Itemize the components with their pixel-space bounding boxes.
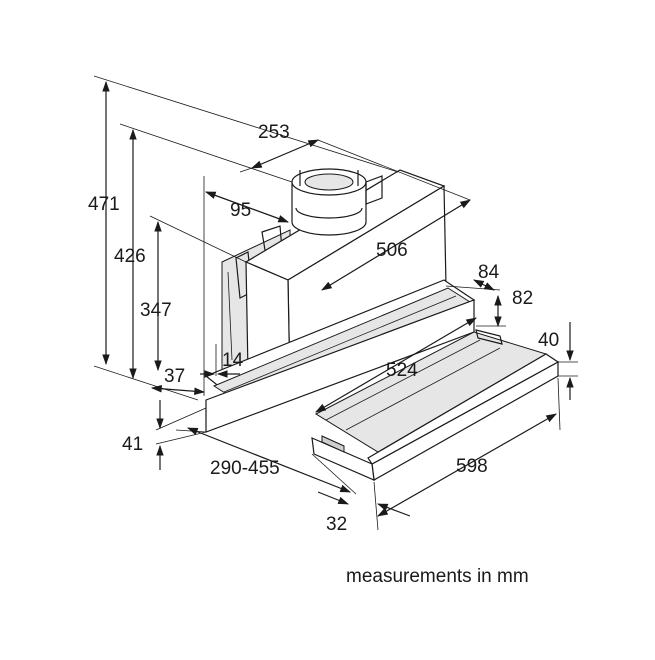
label-524: 524 [386, 360, 418, 381]
label-40: 40 [538, 330, 559, 351]
label-290-455: 290-455 [210, 458, 280, 479]
label-82: 82 [512, 288, 533, 309]
label-14: 14 [222, 350, 244, 371]
label-471: 471 [88, 194, 120, 215]
label-253: 253 [258, 122, 290, 143]
caption: measurements in mm [346, 566, 529, 587]
label-95: 95 [230, 200, 251, 221]
dim-32-right-arrow [376, 503, 411, 517]
label-37: 37 [164, 366, 185, 387]
label-426: 426 [114, 246, 146, 267]
label-506: 506 [376, 240, 408, 261]
label-84: 84 [478, 262, 500, 283]
dim-95-line [204, 191, 290, 223]
dim-32-left-arrow [317, 491, 350, 505]
dimension-labels: 471 426 347 253 95 506 84 82 40 524 14 3… [88, 122, 559, 535]
dim-253-line [251, 139, 319, 169]
dimension-lines [93, 75, 578, 531]
label-347: 347 [140, 300, 172, 321]
label-598: 598 [456, 456, 488, 477]
dim-84-line [473, 279, 495, 291]
hood-illustration [204, 168, 560, 481]
dim-506-line [321, 199, 471, 291]
dim-290-455-line [186, 427, 352, 493]
ext-top-471 [93, 75, 399, 173]
dim-37-line [150, 384, 206, 396]
label-41: 41 [122, 434, 143, 455]
dim-598-line [377, 413, 557, 517]
dim-524-line [315, 317, 477, 413]
label-32: 32 [326, 514, 347, 535]
